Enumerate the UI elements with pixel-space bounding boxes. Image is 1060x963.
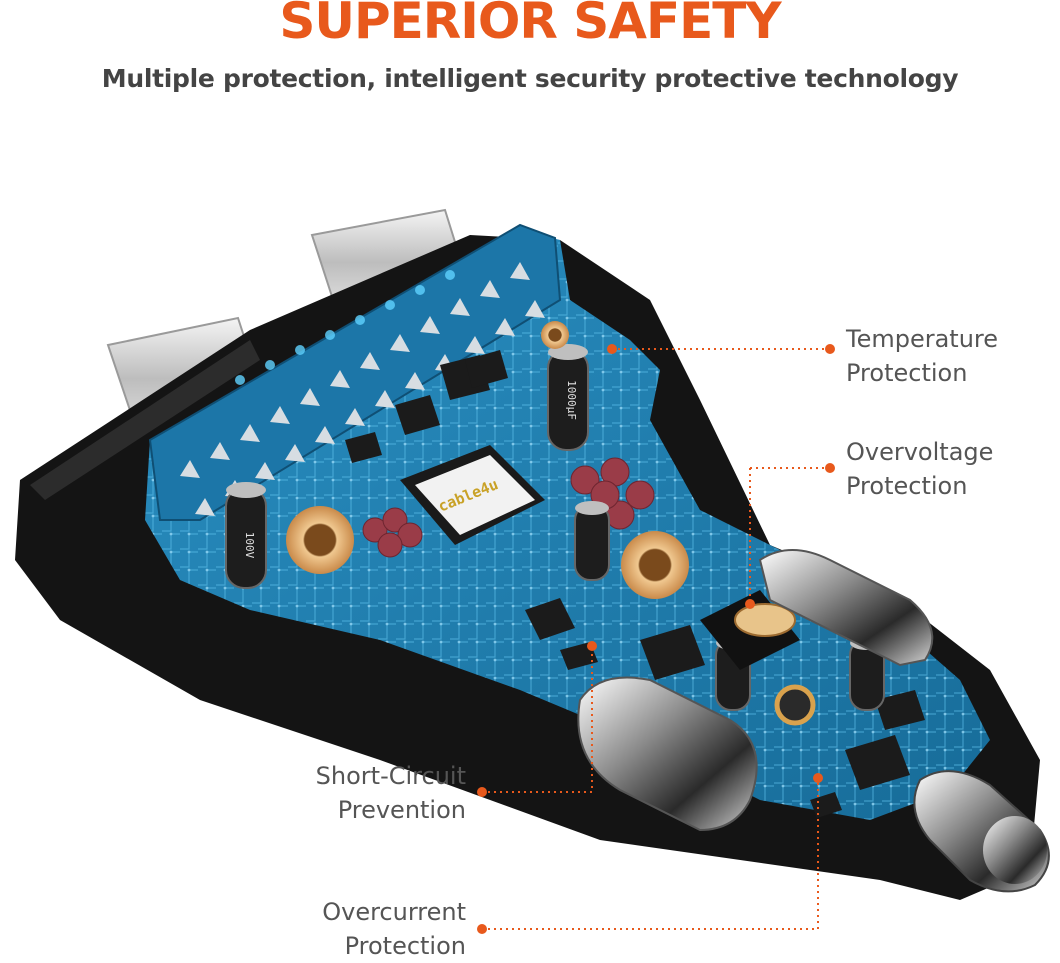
capacitor-voltage-label: 100V (243, 532, 256, 559)
callout-line2: Protection (846, 359, 968, 387)
center-tip-contact (913, 770, 1050, 893)
side-clip-top (758, 549, 934, 667)
inductor-coil-1 (286, 506, 354, 574)
callout-line2: Prevention (337, 796, 466, 824)
transformer (700, 590, 800, 670)
smd-chips (345, 350, 925, 818)
callout-line1: Overvoltage (846, 438, 994, 466)
callout-overvoltage-protection: Overvoltage Protection (846, 435, 993, 503)
callout-short-circuit-prevention: Short-Circuit Prevention (250, 759, 466, 827)
capacitor-capacity-label: 1000μF (565, 380, 578, 420)
callout-temperature-protection: Temperature Protection (846, 322, 998, 390)
callout-line1: Short-Circuit (315, 762, 466, 790)
inductor-coil-2 (621, 531, 689, 599)
callout-line1: Overcurrent (322, 898, 466, 926)
solder-pins (180, 262, 545, 516)
electrolytic-capacitor-3 (574, 501, 610, 581)
callout-overcurrent-protection: Overcurrent Protection (250, 895, 466, 963)
electrolytic-capacitor-1: 100V (225, 482, 267, 589)
callout-dots (477, 344, 835, 934)
upper-pcb-strip (148, 223, 562, 521)
callout-lines (482, 348, 830, 930)
main-ic-chip: cable4u (400, 445, 545, 545)
inductor-coil-3 (541, 321, 569, 349)
ceramic-capacitors (362, 457, 655, 558)
callout-line2: Protection (846, 472, 968, 500)
callout-line1: Temperature (846, 325, 999, 353)
page-title: SUPERIOR SAFETY (279, 0, 781, 50)
electrolytic-capacitor-2: 1000μF (547, 344, 589, 451)
page-subtitle: Multiple protection, intelligent securit… (101, 64, 959, 93)
callout-line2: Protection (344, 932, 466, 960)
side-spring-contact (577, 676, 758, 832)
power-inductor (774, 684, 816, 726)
